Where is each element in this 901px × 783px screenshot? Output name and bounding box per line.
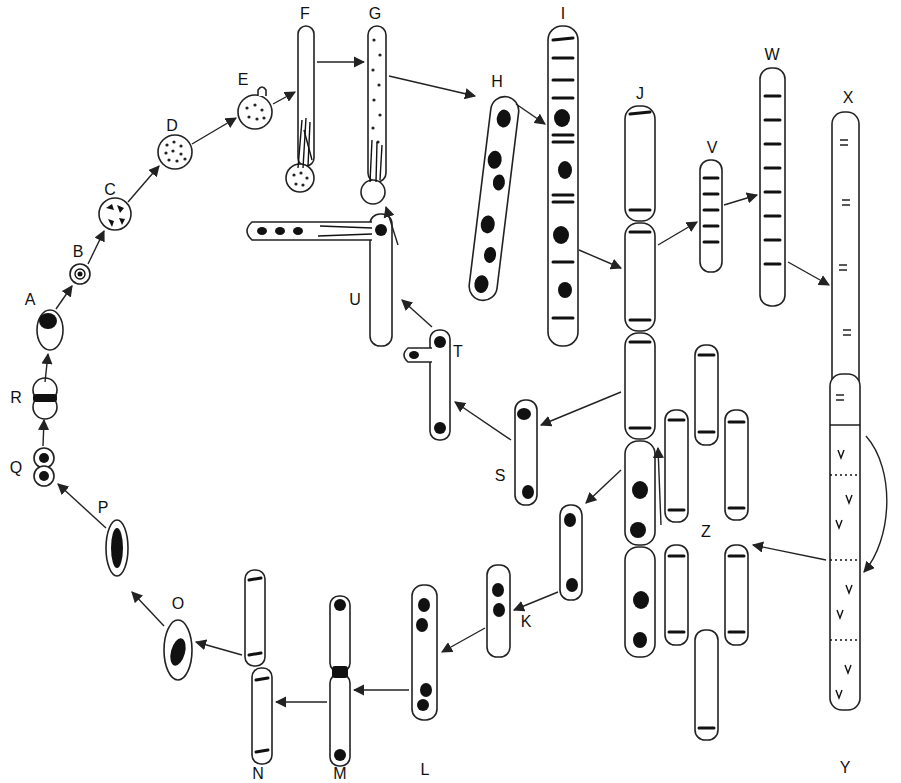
stage-letter: S bbox=[495, 468, 506, 484]
stage-letter: P bbox=[98, 500, 109, 516]
stage-letter: E bbox=[238, 72, 249, 88]
stage-letter: Q bbox=[10, 460, 22, 476]
stage-letter: L bbox=[421, 762, 430, 778]
stage-letter: I bbox=[561, 6, 565, 22]
stage-letter: C bbox=[104, 182, 116, 198]
stage-letter: Y bbox=[840, 760, 851, 776]
stage-letter: U bbox=[349, 292, 361, 308]
stage-letter: J bbox=[636, 86, 644, 102]
stage-letter: A bbox=[25, 292, 36, 308]
stage-letter: H bbox=[491, 74, 503, 90]
stage-letter: F bbox=[300, 6, 310, 22]
stage-letter: N bbox=[252, 766, 264, 782]
stage-letter: R bbox=[10, 390, 22, 406]
stage-letter: O bbox=[172, 596, 184, 612]
stage-letter: G bbox=[369, 6, 381, 22]
stage-letter: M bbox=[333, 766, 346, 782]
stage-letter: W bbox=[764, 47, 779, 63]
stage-letter: X bbox=[843, 90, 854, 106]
stage-letter: V bbox=[707, 140, 718, 156]
stage-letter: Z bbox=[701, 524, 711, 540]
stage-letter: B bbox=[73, 244, 84, 260]
stage-letter: K bbox=[521, 614, 532, 630]
stage-letter: T bbox=[453, 344, 463, 360]
stage-letter: D bbox=[166, 118, 178, 134]
